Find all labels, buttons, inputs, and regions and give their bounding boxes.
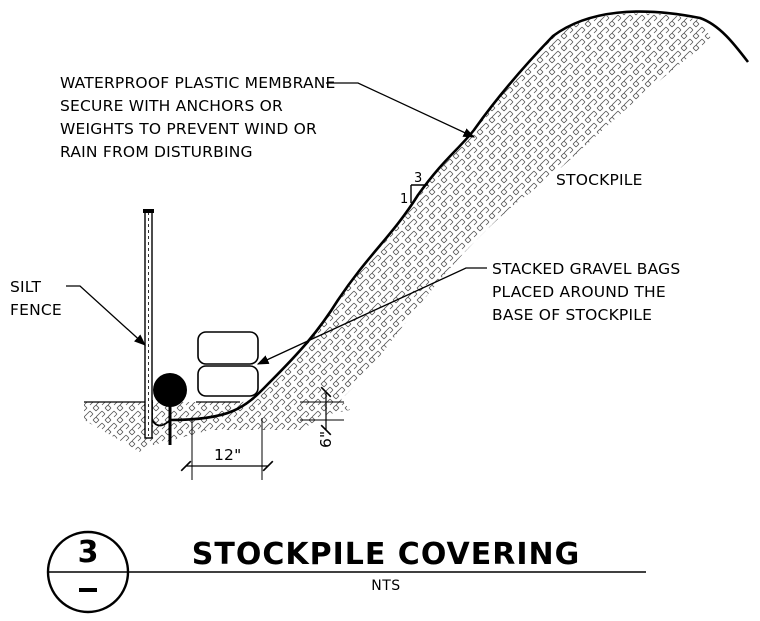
detail-title: STOCKPILE COVERING bbox=[192, 537, 580, 572]
slope-symbol bbox=[410, 184, 428, 203]
gravel-bag-label: STACKED GRAVEL BAGS PLACED AROUND THE BA… bbox=[492, 260, 680, 324]
stockpile-label: STOCKPILE bbox=[556, 171, 643, 189]
slope-rise: 1 bbox=[400, 192, 408, 207]
silt-fence-label: SILT FENCE bbox=[10, 278, 62, 319]
svg-text:WATERPROOF PLASTIC MEMBRANE: WATERPROOF PLASTIC MEMBRANE bbox=[60, 74, 336, 92]
detail-number: 3 bbox=[78, 535, 99, 570]
gravel-bag-upper bbox=[197, 331, 259, 365]
svg-text:STACKED GRAVEL BAGS: STACKED GRAVEL BAGS bbox=[492, 260, 680, 278]
scale-note: NTS bbox=[371, 578, 400, 594]
gravel-bag-lower bbox=[197, 365, 259, 397]
svg-text:SILT: SILT bbox=[10, 278, 42, 296]
dim-12in-label: 12" bbox=[214, 446, 241, 464]
stockpile-hatch bbox=[196, 13, 712, 431]
svg-text:PLACED AROUND THE: PLACED AROUND THE bbox=[492, 283, 666, 301]
silt-fence-leader bbox=[66, 285, 146, 346]
plastic-membrane bbox=[169, 10, 750, 422]
svg-text:SECURE WITH ANCHORS OR: SECURE WITH ANCHORS OR bbox=[60, 97, 283, 115]
membrane-label: WATERPROOF PLASTIC MEMBRANE SECURE WITH … bbox=[60, 74, 336, 161]
dim-6in-label: 6" bbox=[317, 431, 335, 448]
gravel-bag-leader bbox=[256, 267, 487, 365]
sheet-dash bbox=[79, 588, 97, 592]
svg-text:BASE OF STOCKPILE: BASE OF STOCKPILE bbox=[492, 306, 652, 324]
slope-run: 3 bbox=[414, 171, 422, 186]
anchor-weight bbox=[153, 373, 187, 407]
membrane-leader bbox=[326, 82, 476, 138]
svg-text:WEIGHTS TO PREVENT WIND OR: WEIGHTS TO PREVENT WIND OR bbox=[60, 120, 317, 138]
svg-text:RAIN FROM DISTURBING: RAIN FROM DISTURBING bbox=[60, 143, 253, 161]
svg-text:FENCE: FENCE bbox=[10, 301, 62, 319]
